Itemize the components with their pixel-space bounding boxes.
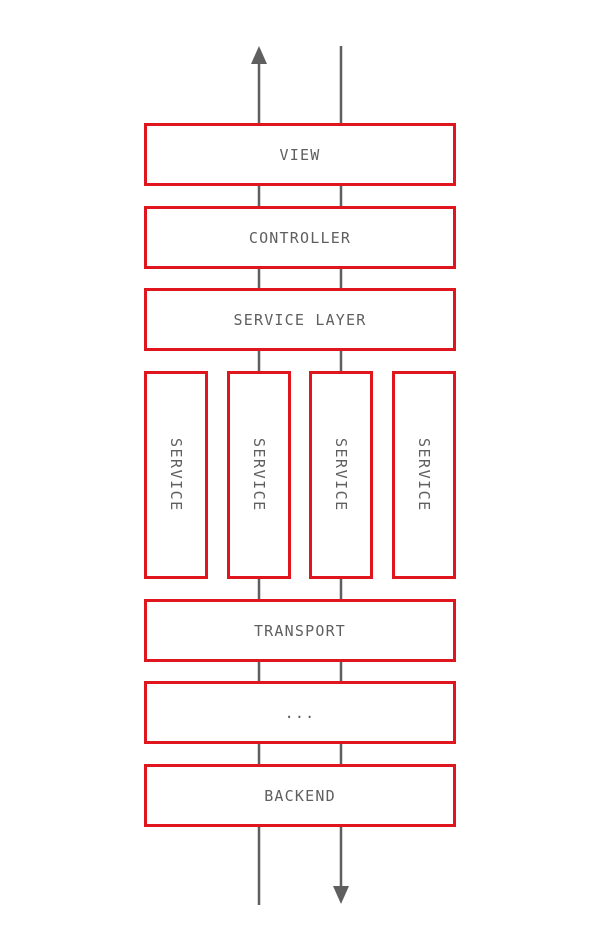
service-layer: SERVICE LAYER [144, 288, 456, 351]
arrow-down-icon [333, 886, 349, 904]
view-layer-label: VIEW [279, 145, 321, 164]
service-box: SERVICE [144, 371, 208, 579]
backend-layer: BACKEND [144, 764, 456, 827]
controller-layer-label: CONTROLLER [248, 228, 352, 247]
arrow-up-icon [251, 46, 267, 64]
transport-layer-label: TRANSPORT [253, 621, 347, 640]
transport-layer: TRANSPORT [144, 599, 456, 662]
service-box: SERVICE [392, 371, 456, 579]
service-label: SERVICE [415, 438, 433, 512]
service-label: SERVICE [167, 438, 185, 512]
controller-layer: CONTROLLER [144, 206, 456, 269]
backend-layer-label: BACKEND [264, 786, 336, 805]
ellipsis-label: ... [284, 703, 316, 722]
view-layer: VIEW [144, 123, 456, 186]
service-layer-label: SERVICE LAYER [233, 310, 367, 329]
service-label: SERVICE [250, 438, 268, 512]
service-box: SERVICE [227, 371, 291, 579]
service-label: SERVICE [332, 438, 350, 512]
service-box: SERVICE [309, 371, 373, 579]
intermediate-layers-box: ... [144, 681, 456, 744]
